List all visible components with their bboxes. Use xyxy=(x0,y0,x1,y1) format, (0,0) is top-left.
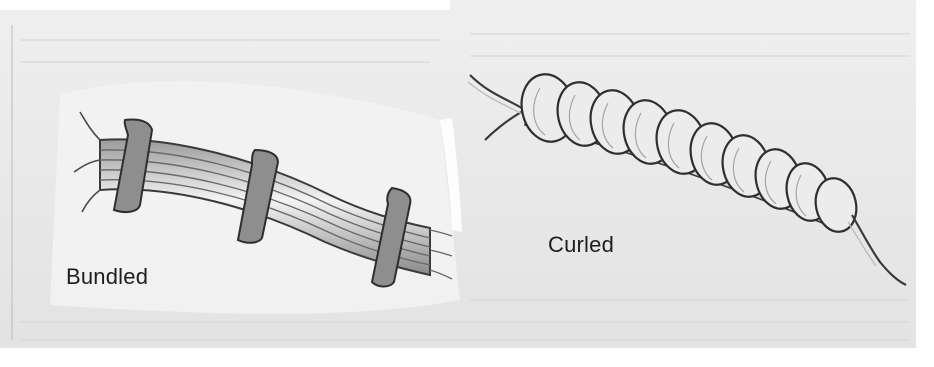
label-bundled: Bundled xyxy=(66,264,148,290)
label-curled: Curled xyxy=(548,232,614,258)
